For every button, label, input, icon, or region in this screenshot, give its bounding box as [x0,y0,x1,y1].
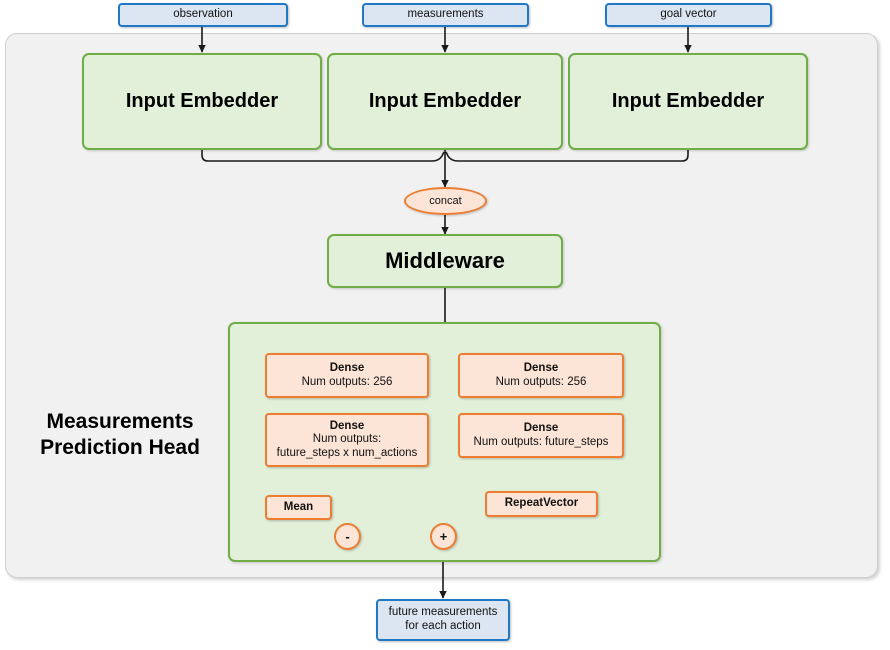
head-title: Measurements Prediction Head [20,405,220,465]
left-dense-2-outputs-label: Num outputs: [312,433,382,446]
right-dense-1-title: Dense [523,361,559,374]
head-title-line1: Measurements [46,409,194,433]
right-dense-1[interactable]: Dense Num outputs: 256 [458,353,624,398]
right-dense-1-outputs: Num outputs: 256 [495,375,587,388]
concat-node[interactable]: concat [404,187,487,215]
middleware-node[interactable]: Middleware [327,234,563,288]
left-dense-1-title: Dense [329,361,365,374]
right-dense-2-outputs: Num outputs: future_steps [473,435,609,448]
right-dense-2-title: Dense [523,421,559,434]
left-dense-2-outputs-value: future_steps x num_actions [276,446,418,459]
add-operator[interactable]: + [430,523,457,550]
output-line2: for each action [405,620,481,632]
right-dense-2[interactable]: Dense Num outputs: future_steps [458,413,624,458]
left-dense-2-title: Dense [329,419,365,432]
input-box-observation[interactable]: observation [118,3,288,27]
repeat-vector-label: RepeatVector [504,497,579,510]
input-box-goal-vector[interactable]: goal vector [605,3,772,27]
mean-label: Mean [283,500,314,513]
head-title-line2: Prediction Head [40,436,200,459]
input-embedder-3[interactable]: Input Embedder [568,53,808,150]
input-embedder-1[interactable]: Input Embedder [82,53,322,150]
mean-node[interactable]: Mean [265,495,332,520]
input-embedder-2[interactable]: Input Embedder [327,53,563,150]
output-box-future-measurements[interactable]: future measurements for each action [376,599,510,641]
left-dense-2[interactable]: Dense Num outputs: future_steps x num_ac… [265,413,429,467]
subtract-operator[interactable]: - [334,523,361,550]
input-box-measurements[interactable]: measurements [362,3,529,27]
repeat-vector-node[interactable]: RepeatVector [485,491,598,517]
left-dense-1-outputs: Num outputs: 256 [301,375,393,388]
output-line1: future measurements [388,606,498,619]
left-dense-1[interactable]: Dense Num outputs: 256 [265,353,429,398]
